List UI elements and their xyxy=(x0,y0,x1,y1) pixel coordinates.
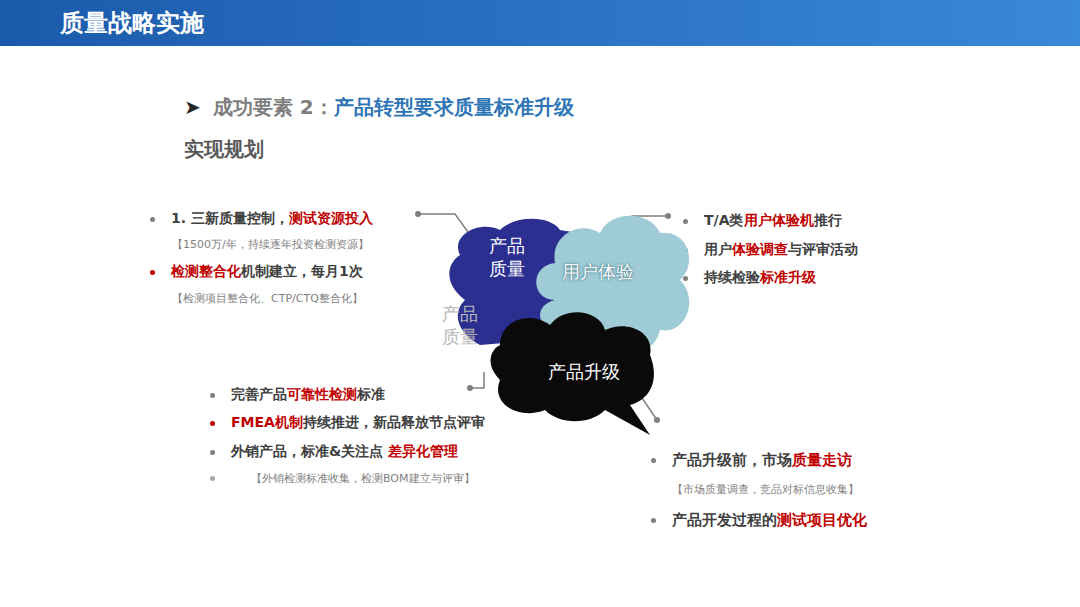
label-text: 实现规划 xyxy=(184,136,264,163)
label-text: ➤ xyxy=(184,95,201,119)
text-line: ➤ 成功要素 2：产品转型要求质量标准升级 xyxy=(184,94,574,121)
shape-label: 产品 质量 xyxy=(487,234,527,281)
label-text: 推行 xyxy=(814,212,842,230)
highlight-text: 检测整合化 xyxy=(171,263,241,281)
slide-title: 质量战略实施 xyxy=(60,6,204,40)
highlight-text: FMEA机制 xyxy=(231,414,303,432)
label-text: 机制建立，每月1次 xyxy=(241,263,363,281)
text-line: 持续检验标准升级 xyxy=(683,269,816,287)
label-text: 产品转型要求质量标准升级 xyxy=(334,94,574,121)
label-text: 成功要素 2： xyxy=(213,94,334,121)
bullet-dot xyxy=(651,518,656,523)
highlight-text: 标准升级 xyxy=(760,269,816,287)
title-bar xyxy=(0,0,1080,46)
leader-dot xyxy=(415,211,421,217)
text-line: 用户体验调查与评审活动 xyxy=(683,241,858,259)
leader-line xyxy=(642,398,657,420)
leader-dot xyxy=(654,417,660,423)
text-line: 【检测项目整合化、CTP/CTQ整合化】 xyxy=(172,291,363,306)
text-line: 【市场质量调查，竞品对标信息收集】 xyxy=(672,482,859,497)
text-line: 【外销检测标准收集，检测BOM建立与评审】 xyxy=(210,471,475,486)
text-line: 完善产品可靠性检测标准 xyxy=(210,386,385,404)
label-text: 完善产品 xyxy=(231,386,287,404)
shape-label: 产品升级 xyxy=(498,360,669,383)
highlight-text: 测试项目优化 xyxy=(777,511,867,530)
leader-line xyxy=(418,214,468,232)
leader-line xyxy=(470,372,484,388)
label-text: 【检测项目整合化、CTP/CTQ整合化】 xyxy=(172,291,363,306)
label-text: 产品开发过程的 xyxy=(672,511,777,530)
label-text: 产品 质量 xyxy=(440,302,480,349)
highlight-text: 测试资源投入 xyxy=(289,210,373,228)
bullet-dot xyxy=(210,450,215,455)
bullet-dot xyxy=(150,270,155,275)
text-line: T/A类用户体验机推行 xyxy=(683,212,842,230)
label-text: 持续推进，新品释放节点评审 xyxy=(303,414,485,432)
highlight-text: 质量走访 xyxy=(792,451,852,470)
highlight-text: 用户体验机 xyxy=(744,212,814,230)
text-line: 产品开发过程的测试项目优化 xyxy=(651,511,867,530)
text-line: 产品升级前，市场质量走访 xyxy=(651,451,852,470)
leader-dot xyxy=(665,213,671,219)
label-text: 持续检验 xyxy=(704,269,760,287)
bullet-dot xyxy=(210,393,215,398)
text-line: 1. 三新质量控制，测试资源投入 xyxy=(150,210,373,228)
highlight-text: 可靠性检测 xyxy=(287,386,357,404)
label-text: 【市场质量调查，竞品对标信息收集】 xyxy=(672,482,859,497)
highlight-text: 差异化管理 xyxy=(388,443,458,461)
label-text: 标准 xyxy=(357,386,385,404)
text-line: 检测整合化机制建立，每月1次 xyxy=(150,263,363,281)
label-text: 1. 三新质量控制， xyxy=(171,210,289,228)
label-text: T/A类 xyxy=(704,212,744,230)
label-text: 与评审活动 xyxy=(788,241,858,259)
label-text: 【外销检测标准收集，检测BOM建立与评审】 xyxy=(251,471,475,486)
bullet-dot xyxy=(210,476,215,481)
text-line: FMEA机制持续推进，新品释放节点评审 xyxy=(210,414,485,432)
text-line: 产品 质量 xyxy=(440,302,480,349)
bullet-dot xyxy=(210,421,215,426)
bullet-dot xyxy=(683,276,688,281)
bullet-dot xyxy=(651,458,656,463)
text-line: 实现规划 xyxy=(184,136,264,163)
label-text: 外销产品，标准&关注点 xyxy=(231,443,388,461)
bullet-dot xyxy=(150,217,155,222)
label-text: 产品升级前，市场 xyxy=(672,451,792,470)
highlight-text: 体验调查 xyxy=(732,241,788,259)
text-line: 【1500万/年，持续逐年投资检测资源】 xyxy=(172,237,369,252)
text-line: 外销产品，标准&关注点 差异化管理 xyxy=(210,443,458,461)
label-text: 【1500万/年，持续逐年投资检测资源】 xyxy=(172,237,369,252)
bullet-dot xyxy=(683,219,688,224)
leader-dot xyxy=(467,385,473,391)
shape-label: 用户体验 xyxy=(512,260,683,283)
blob-shape: 产品升级 xyxy=(490,305,690,440)
label-text: 用户 xyxy=(704,241,732,259)
